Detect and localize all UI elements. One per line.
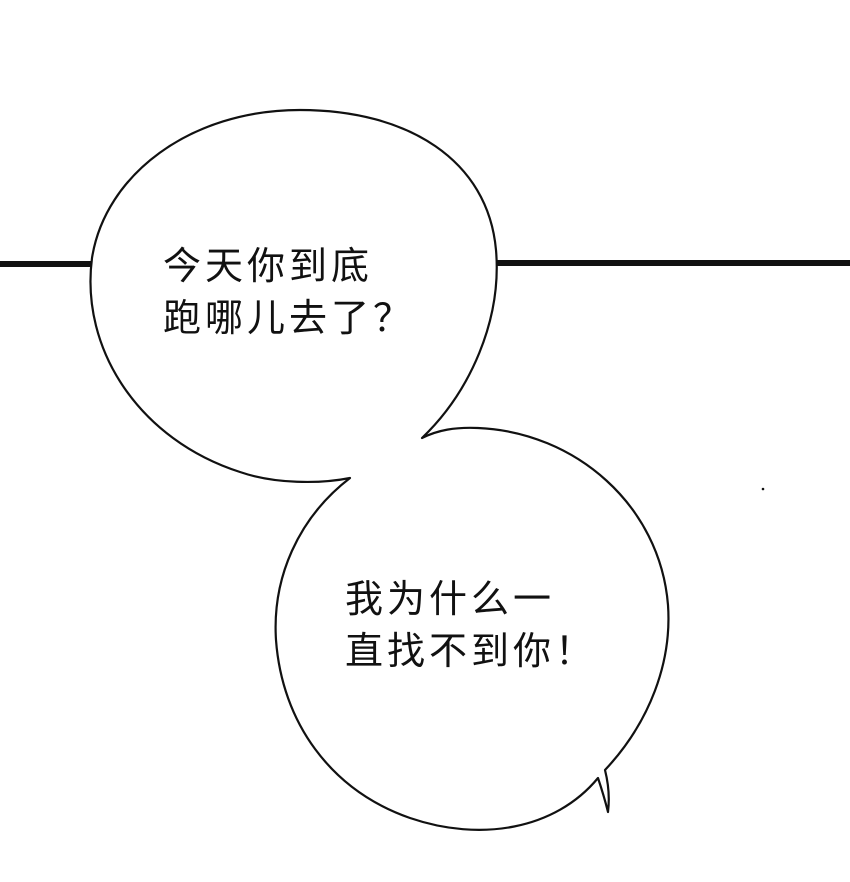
speech-bubble-outline <box>89 108 670 831</box>
speech-line: 直找不到你！ <box>345 629 598 673</box>
speech-line: 跑哪儿去了？ <box>163 296 416 340</box>
speech-bubble-1: 今天你到底 跑哪儿去了？ <box>163 240 415 344</box>
speech-line: 我为什么一 <box>345 577 556 621</box>
ink-speck <box>761 487 765 491</box>
speech-bubble-2: 我为什么一 直找不到你！ <box>345 573 597 677</box>
speech-line: 今天你到底 <box>163 244 374 288</box>
